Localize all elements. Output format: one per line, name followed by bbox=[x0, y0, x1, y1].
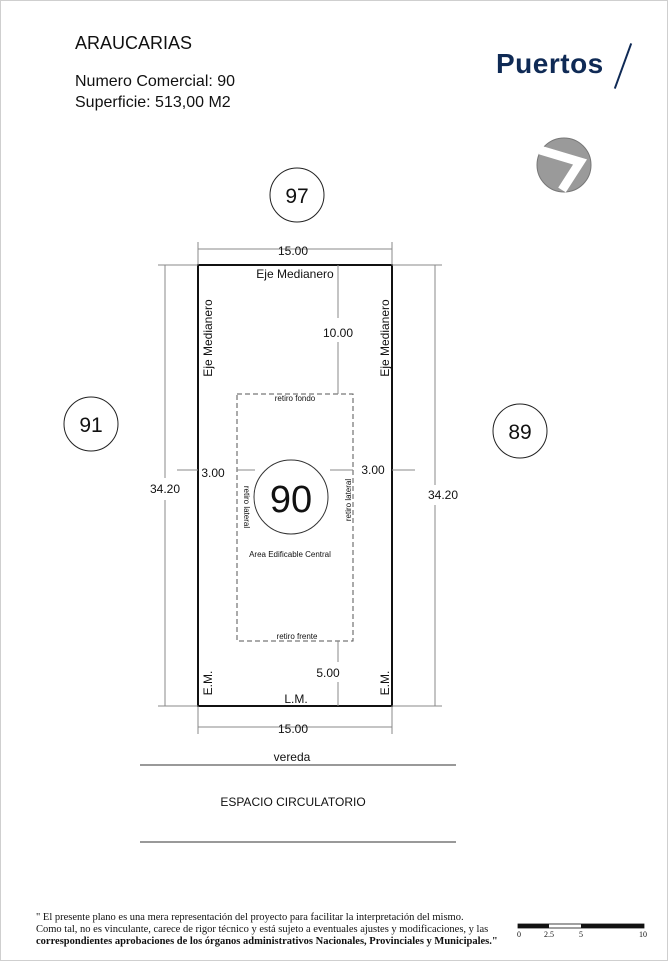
svg-text:97: 97 bbox=[285, 185, 308, 208]
svg-text:90: 90 bbox=[270, 479, 312, 521]
disclaimer-line: Como tal, no es vinculante, carece de ri… bbox=[36, 924, 489, 935]
retiro-fondo-label: retiro fondo bbox=[275, 394, 316, 403]
lm-label: L.M. bbox=[284, 692, 307, 706]
em-left: E.M. bbox=[201, 671, 215, 696]
svg-text:5: 5 bbox=[579, 930, 583, 939]
numero-comercial-label: Numero Comercial: bbox=[75, 73, 213, 90]
neighbor-lot-89: 89 bbox=[492, 403, 548, 459]
retiro-frente-dim: 5.00 bbox=[316, 666, 340, 680]
eje-medianero-right: Eje Medianero bbox=[378, 299, 392, 377]
project-title: ARAUCARIAS bbox=[75, 33, 193, 53]
retiro-lateral-right-dim: 3.00 bbox=[361, 463, 385, 477]
superficie-unit: M2 bbox=[208, 94, 231, 111]
disclaimer: " El presente plano es una mera represen… bbox=[36, 912, 498, 948]
neighbor-lot-91: 91 bbox=[63, 396, 119, 452]
neighbor-lot-97: 97 bbox=[269, 167, 325, 223]
width-top-dim: 15.00 bbox=[278, 244, 308, 258]
espacio-circulatorio-label: ESPACIO CIRCULATORIO bbox=[220, 795, 365, 809]
lot-number-badge: 90 bbox=[253, 459, 329, 535]
svg-text:89: 89 bbox=[508, 421, 531, 444]
puertos-logo: Puertos bbox=[496, 48, 604, 79]
retiro-fondo-dim: 10.00 bbox=[323, 326, 353, 340]
retiro-lateral-right-label: retiro lateral bbox=[344, 479, 353, 521]
numero-comercial-value: 90 bbox=[217, 73, 236, 90]
svg-text:2.5: 2.5 bbox=[544, 930, 554, 939]
depth-left-dim: 34.20 bbox=[150, 482, 180, 496]
svg-text:91: 91 bbox=[79, 414, 102, 437]
width-bottom-dim: 15.00 bbox=[278, 722, 308, 736]
disclaimer-line: " El presente plano es una mera represen… bbox=[36, 912, 464, 923]
em-right: E.M. bbox=[378, 671, 392, 696]
eje-medianero-top: Eje Medianero bbox=[256, 267, 334, 281]
depth-right-dim: 34.20 bbox=[428, 488, 458, 502]
superficie-label: Superficie: bbox=[75, 94, 151, 111]
lot-boundary bbox=[197, 264, 393, 707]
vereda-label: vereda bbox=[274, 750, 311, 764]
area-edificable-label: Area Edificable Central bbox=[249, 550, 331, 559]
superficie-value: 513,00 bbox=[155, 94, 204, 111]
numero-comercial: Numero Comercial: 90 bbox=[75, 73, 235, 91]
svg-text:0: 0 bbox=[517, 930, 521, 939]
scale-bar: 0 2.5 5 10 bbox=[517, 923, 647, 939]
buildable-area bbox=[236, 393, 354, 642]
disclaimer-line: correspondientes aprobaciones de los órg… bbox=[36, 936, 498, 947]
svg-text:10: 10 bbox=[639, 930, 647, 939]
superficie: Superficie: 513,00 M2 bbox=[75, 94, 231, 112]
retiro-frente-label: retiro frente bbox=[277, 632, 318, 641]
eje-medianero-left: Eje Medianero bbox=[201, 299, 215, 377]
retiro-lateral-left-label: retiro lateral bbox=[242, 486, 251, 528]
north-arrow-icon bbox=[536, 137, 592, 193]
retiro-lateral-left-dim: 3.00 bbox=[201, 466, 225, 480]
